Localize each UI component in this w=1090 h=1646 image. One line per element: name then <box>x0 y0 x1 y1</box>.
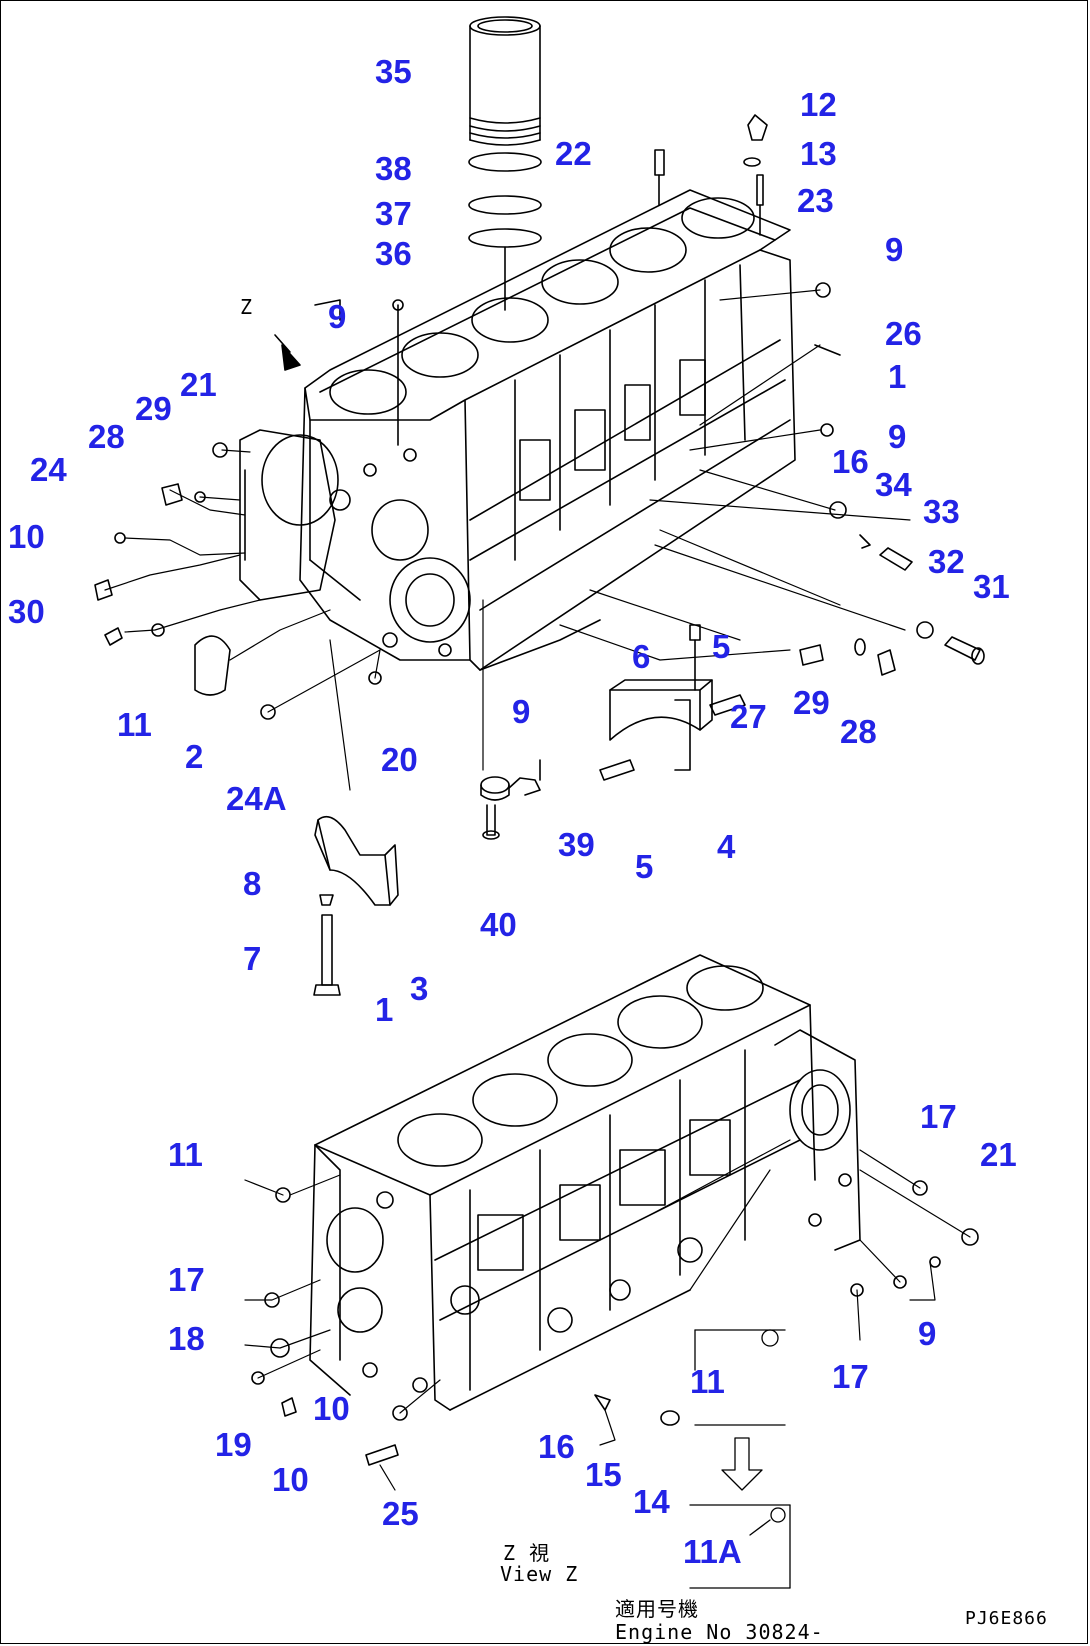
bolt-part <box>313 894 341 996</box>
callout-37: 37 <box>375 195 412 232</box>
callout-28-left: 28 <box>88 418 125 455</box>
serial-label-jp: 適用号機 <box>615 1597 699 1621</box>
callout-10-upper: 10 <box>8 518 45 555</box>
lower-parts <box>251 1180 979 1466</box>
callout-9-mid-right: 9 <box>888 418 907 455</box>
callout-21-lower: 21 <box>980 1136 1017 1173</box>
callout-32: 32 <box>928 543 965 580</box>
callout-2: 2 <box>185 738 204 775</box>
callout-15: 15 <box>585 1456 622 1493</box>
dowel-and-plug-parts <box>654 114 768 236</box>
callout-40: 40 <box>480 906 517 943</box>
o-rings-part <box>468 152 542 311</box>
view-z-inset <box>689 1329 791 1589</box>
callout-36: 36 <box>375 235 412 272</box>
drawing-code: PJ6E866 <box>965 1608 1048 1629</box>
main-bearing-cap-part <box>599 624 896 781</box>
callout-30: 30 <box>8 593 45 630</box>
callout-12: 12 <box>800 86 837 123</box>
callout-24: 24 <box>30 451 67 488</box>
view-z-arrow <box>274 334 301 371</box>
callout-11a: 11A <box>683 1533 742 1570</box>
callout-11-upper: 11 <box>117 706 152 743</box>
callout-28-right: 28 <box>840 713 877 750</box>
callout-17-left: 17 <box>168 1261 205 1298</box>
callout-4: 4 <box>717 828 736 865</box>
callout-5-lower: 5 <box>635 848 654 885</box>
callout-16-lower: 16 <box>538 1428 575 1465</box>
leader-lines-upper <box>104 289 911 791</box>
callout-20: 20 <box>381 741 418 778</box>
leader-lines-lower <box>244 1139 971 1491</box>
oil-jet-part <box>480 759 541 840</box>
callout-29-right: 29 <box>793 684 830 721</box>
callout-35: 35 <box>375 53 412 90</box>
callout-9-center: 9 <box>512 693 531 730</box>
cylinder-block-upper <box>239 189 796 671</box>
callout-9-top-left: 9 <box>328 298 347 335</box>
view-label-en: View Z <box>500 1562 579 1586</box>
callout-8: 8 <box>243 865 262 902</box>
cylinder-block-lower <box>309 954 861 1411</box>
callout-39: 39 <box>558 826 595 863</box>
callout-13: 13 <box>800 135 837 172</box>
callout-17-bottom: 17 <box>832 1358 869 1395</box>
callout-26: 26 <box>885 315 922 352</box>
callout-3: 3 <box>410 970 429 1007</box>
cylinder-liner-part <box>469 16 541 146</box>
callout-34: 34 <box>875 466 912 503</box>
callout-38: 38 <box>375 150 412 187</box>
callout-6: 6 <box>632 638 651 675</box>
callout-27: 27 <box>730 698 767 735</box>
callout-21-upper: 21 <box>180 366 217 403</box>
callout-23: 23 <box>797 182 834 219</box>
callout-14: 14 <box>633 1483 670 1520</box>
callout-29-left: 29 <box>135 390 172 427</box>
callout-7: 7 <box>243 940 262 977</box>
callout-22: 22 <box>555 135 592 172</box>
callout-31: 31 <box>973 568 1010 605</box>
bearing-cap-3 <box>314 815 399 906</box>
callout-1-upper: 1 <box>888 358 907 395</box>
callout-9-top-right: 9 <box>885 231 904 268</box>
callout-24a: 24A <box>226 780 287 817</box>
callout-33: 33 <box>923 493 960 530</box>
callout-17-right: 17 <box>920 1098 957 1135</box>
left-side-plugs <box>94 299 404 720</box>
serial-label-en: Engine No 30824- <box>615 1620 824 1644</box>
callout-16-upper: 16 <box>832 443 869 480</box>
view-label-jp: Z 視 <box>503 1541 551 1565</box>
callout-10-mid: 10 <box>313 1390 350 1427</box>
view-arrow-label: Z <box>240 295 254 319</box>
callout-5-upper: 5 <box>712 628 731 665</box>
callout-1-lower: 1 <box>375 991 394 1028</box>
callout-11-view: 11 <box>690 1363 725 1400</box>
callout-19: 19 <box>215 1426 252 1463</box>
callout-9-lower: 9 <box>918 1315 937 1352</box>
callout-25: 25 <box>382 1495 419 1532</box>
callout-10-bottom: 10 <box>272 1461 309 1498</box>
callout-11-left-lower: 11 <box>168 1136 203 1173</box>
callout-18: 18 <box>168 1320 205 1357</box>
